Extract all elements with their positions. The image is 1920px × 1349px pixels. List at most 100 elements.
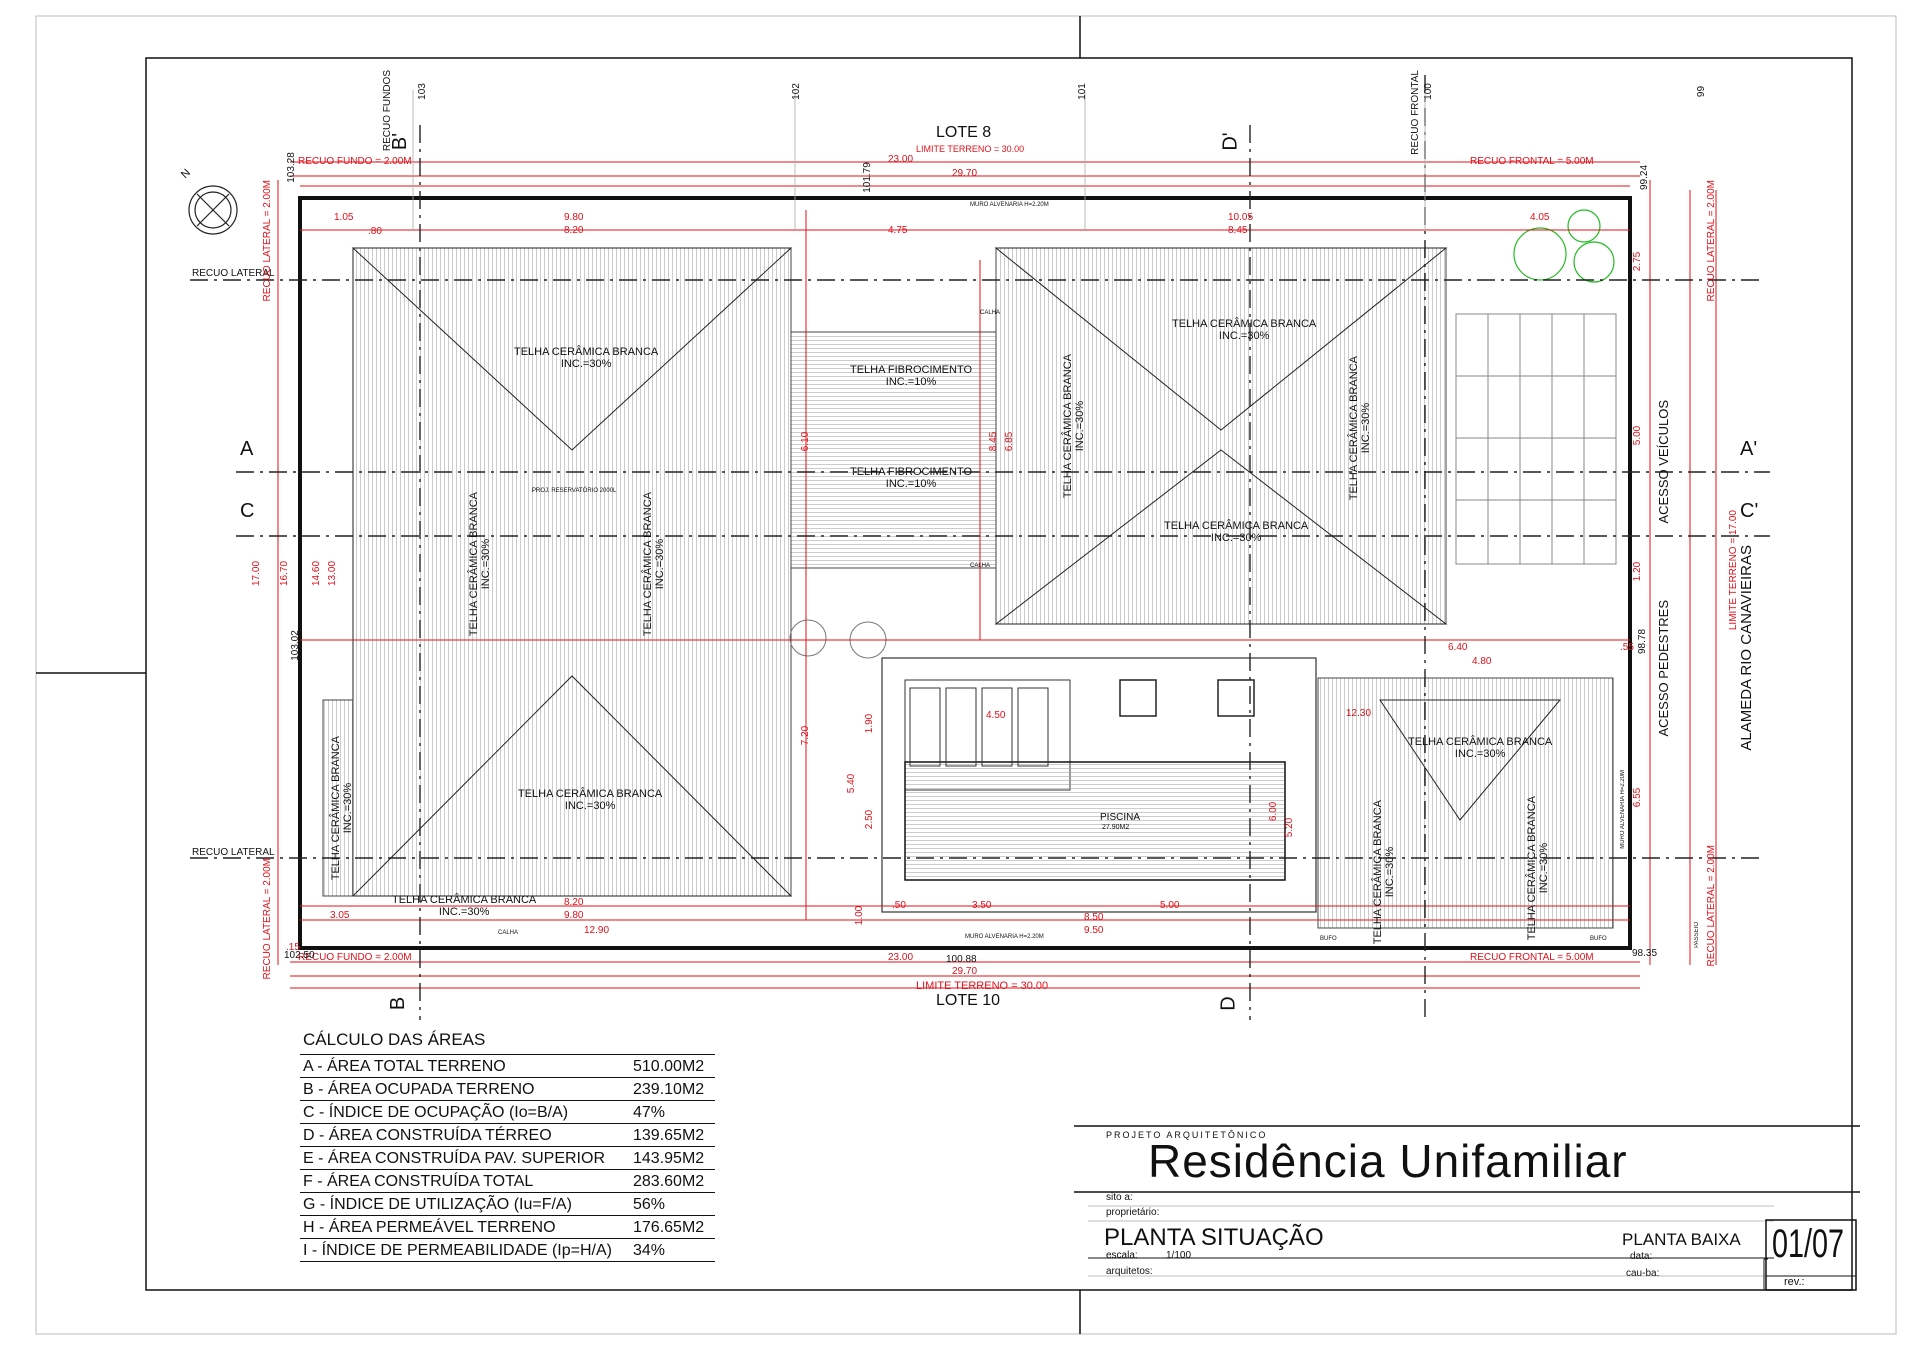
dim-side-8: 1.90 [864, 713, 876, 734]
dim-top-7: 23.00 [888, 154, 914, 165]
pool-label: PISCINA [1100, 812, 1141, 823]
contour-102: 102 [790, 83, 802, 100]
tree-icons [1513, 209, 1615, 283]
sheet-type: PLANTA BAIXA [1622, 1230, 1741, 1249]
dim-side-24: .15 [286, 942, 300, 953]
calha-label-2: CALHA [980, 310, 1001, 316]
bufo-label-2: BUFO [1590, 936, 1607, 942]
rev-label: rev.: [1784, 1276, 1805, 1288]
muro-top: MURO ALVENARIA H=2.20M [970, 202, 1049, 208]
level-5: 98.78 [1637, 628, 1649, 655]
level-3: 99.24 [1639, 164, 1651, 191]
dim-side-18: 12.30 [1346, 708, 1372, 719]
dim-side-21: 4.50 [986, 710, 1006, 721]
dim-side-11: 8.45 [988, 431, 1000, 452]
pool-area [881, 657, 1317, 913]
recuo-lateral-top: RECUO LATERAL [192, 268, 275, 279]
recuo-lateral-bottom: RECUO LATERAL [192, 847, 275, 858]
acesso-pedestres: ACESSO PEDESTRES [1656, 600, 1671, 737]
dim-side-12: 5.00 [1632, 425, 1644, 446]
level-1: 103.28 [285, 152, 297, 183]
dim-side-7: 5.40 [846, 773, 858, 794]
calha-label-3: CALHA [970, 563, 991, 569]
reservatorio-label: PROJ. RESERVATÓRIO 2000L [532, 488, 617, 494]
roof-left-block [351, 247, 793, 897]
dim-top-9: 1.05 [334, 212, 354, 223]
dim-side-14: 2.75 [1632, 251, 1644, 272]
lot-bottom-label: LOTE 10 [936, 992, 1001, 1009]
dim-top-8: 29.70 [952, 168, 978, 179]
dim-side-26: .55 [1620, 642, 1634, 653]
dim-bot-7: 9.50 [1084, 925, 1104, 936]
area-calculation-table: CÁLCULO DAS ÁREAS A - ÁREA TOTAL TERRENO… [300, 1028, 715, 1262]
dim-bot-9: 29.70 [952, 966, 978, 977]
dim-bot-1: 9.80 [564, 910, 584, 921]
level-4: 103.02 [289, 630, 301, 661]
title-block-frame [1074, 1125, 1860, 1291]
section-b2: B' [389, 132, 412, 151]
dim-bot-8: 23.00 [888, 952, 914, 963]
dim-top-2: 8.20 [564, 225, 584, 236]
dim-side-9: 2.50 [864, 809, 876, 830]
sheet-number: 01/07 [1772, 1222, 1845, 1266]
recuo-frontal-axis: RECUO FRONTAL [1410, 70, 1421, 155]
table-row: G - ÍNDICE DE UTILIZAÇÃO (Iu=F/A)56% [300, 1193, 715, 1216]
muro-side: MURO ALVENARIA H=2.20M [1620, 770, 1626, 849]
contour-100: 100 [1422, 83, 1434, 100]
section-a2: A' [1740, 438, 1758, 460]
limite-top: LIMITE TERRENO = 30.00 [916, 144, 1025, 154]
recuo-lateral-right-top: RECUO LATERAL = 2.00M [1706, 180, 1717, 302]
project-name: Residência Unifamiliar [1148, 1135, 1628, 1187]
street-label: ALAMEDA RIO CANAVIEIRAS [1738, 545, 1755, 751]
escala-value: 1/100 [1166, 1250, 1192, 1261]
recuo-fundo-top: RECUO FUNDO = 2.00M [298, 156, 412, 167]
dim-side-19: 4.80 [1472, 656, 1492, 667]
arquitetos-label: arquitetos: [1106, 1266, 1153, 1277]
dim-side-25: 1.00 [854, 905, 866, 926]
dim-side-5: 6.10 [800, 431, 812, 452]
section-c2: C' [1740, 500, 1759, 522]
proprietario-label: proprietário: [1106, 1207, 1160, 1218]
dim-side-3: 14.60 [311, 560, 323, 587]
dim-bot-5: 5.00 [1160, 900, 1180, 911]
acesso-veiculos: ACESSO VEÍCULOS [1656, 400, 1671, 524]
data-label: data: [1630, 1251, 1653, 1262]
dim-side-4: 16.70 [279, 560, 291, 587]
pool-area: 27.90M2 [1102, 824, 1130, 831]
recuo-frontal-top: RECUO FRONTAL = 5.00M [1470, 156, 1594, 167]
level-2: 101.79 [861, 162, 873, 193]
dim-side-23: .50 [892, 900, 906, 911]
passeio-label: PASSEIO [1694, 922, 1700, 948]
escala-label: escala: [1106, 1250, 1138, 1261]
dim-top-3: 4.75 [888, 225, 908, 236]
table-row: I - ÍNDICE DE PERMEABILIDADE (Ip=H/A)34% [300, 1239, 715, 1262]
project-type: PROJETO ARQUITETÔNICO [1106, 1130, 1268, 1140]
recuo-fundo-bottom: RECUO FUNDO = 2.00M [298, 952, 412, 963]
bufo-label: BUFO [1320, 936, 1337, 942]
calha-label: CALHA [498, 930, 519, 936]
dim-side-6: 7.20 [800, 725, 812, 746]
limite-bottom: LIMITE TERRENO = 30.00 [916, 980, 1049, 992]
recuo-frontal-bottom: RECUO FRONTAL = 5.00M [1470, 952, 1594, 963]
recuo-lateral-left-bottom: RECUO LATERAL = 2.00M [262, 858, 273, 980]
dim-side-2: 13.00 [327, 560, 339, 587]
dim-bot-6: 8.50 [1084, 912, 1104, 923]
recuo-lateral-right-bottom: RECUO LATERAL = 2.00M [1706, 845, 1717, 967]
contour-103: 103 [416, 83, 428, 100]
area-table-title: CÁLCULO DAS ÁREAS [300, 1028, 715, 1055]
table-row: C - ÍNDICE DE OCUPAÇÃO (Io=B/A)47% [300, 1101, 715, 1124]
section-d: D [1217, 996, 1240, 1011]
